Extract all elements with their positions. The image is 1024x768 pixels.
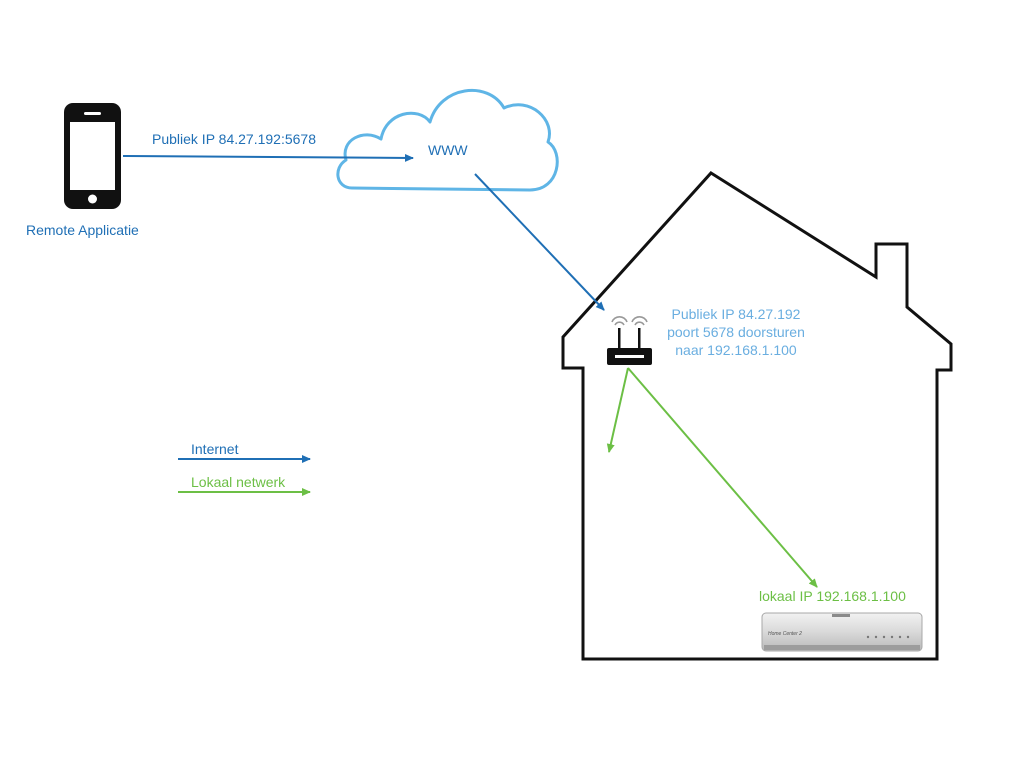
router-label-line-1: Publiek IP 84.27.192	[672, 306, 801, 322]
legend: Internet Lokaal netwerk	[178, 441, 311, 496]
local-ip-label: lokaal IP 192.168.1.100	[759, 588, 906, 604]
device-brand-label: Home Center 2	[768, 631, 802, 637]
router-label: Publiek IP 84.27.192 poort 5678 doorstur…	[667, 306, 805, 358]
arrow-router-to-local	[606, 367, 629, 453]
router-label-line-3: naar 192.168.1.100	[675, 342, 797, 358]
public-ip-port-label: Publiek IP 84.27.192:5678	[152, 131, 316, 147]
home-controller-icon: Home Center 2	[761, 612, 923, 652]
arrow-phone-to-cloud	[122, 153, 414, 162]
router-label-line-2: poort 5678 doorsturen	[667, 324, 805, 340]
legend-internet-label: Internet	[191, 441, 239, 457]
smartphone-icon	[64, 103, 121, 209]
www-label: WWW	[428, 142, 468, 158]
cloud-icon	[336, 89, 559, 192]
wifi-router-icon	[607, 316, 652, 365]
arrow-router-to-controller	[627, 367, 818, 588]
remote-app-label: Remote Applicatie	[26, 222, 139, 238]
arrow-cloud-to-router	[474, 173, 605, 311]
legend-local-label: Lokaal netwerk	[191, 474, 286, 490]
house-outline	[561, 171, 953, 661]
